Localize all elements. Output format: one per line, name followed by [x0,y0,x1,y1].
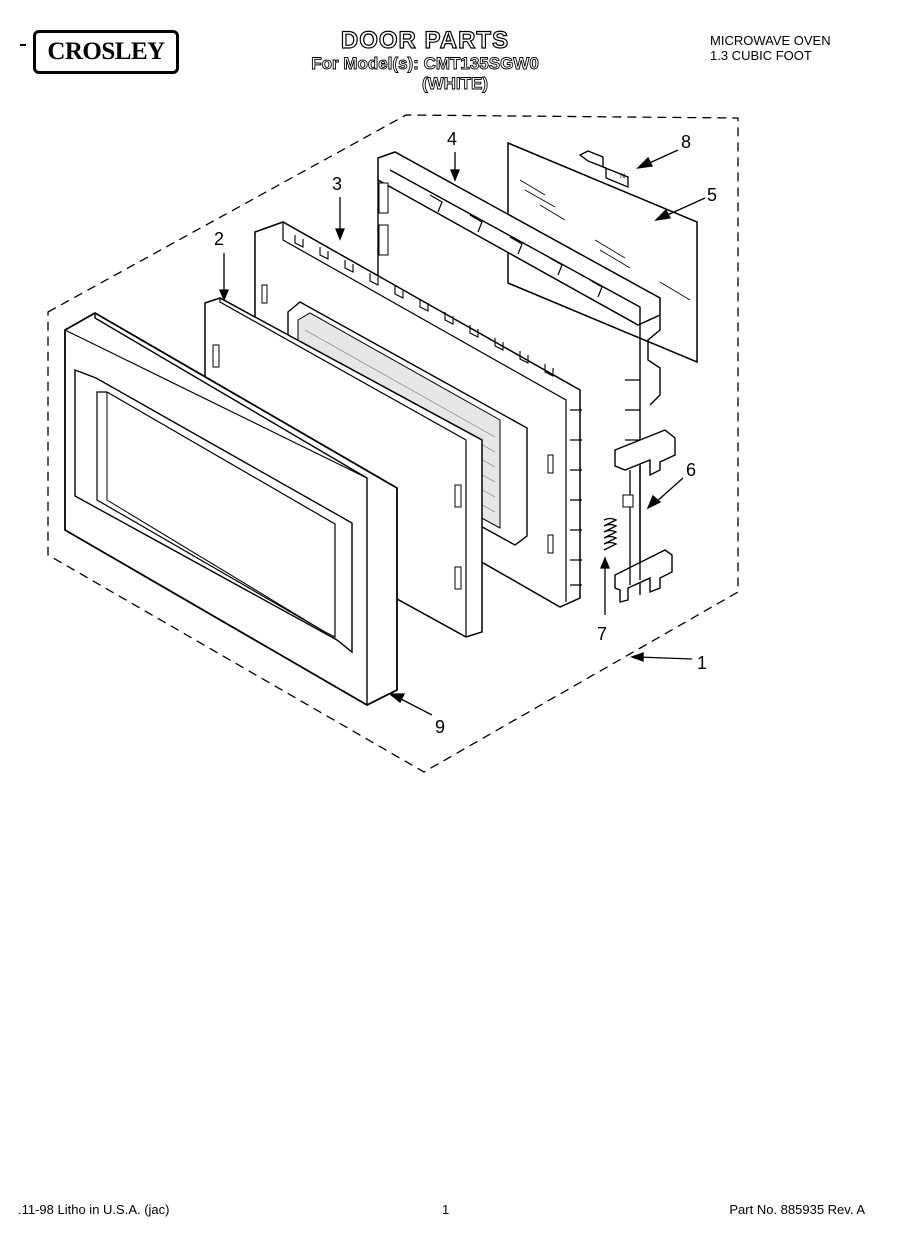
product-type: MICROWAVE OVEN [710,33,831,48]
assembly-boundary [47,114,739,773]
callout-7: 7 [597,624,607,644]
callout-4: 4 [447,129,457,149]
callout-leaders [219,149,706,716]
product-description: MICROWAVE OVEN 1.3 CUBIC FOOT [710,33,831,63]
model-variant: (WHITE) [421,74,489,94]
model-line: For Model(s): CMT135SGW0 [311,54,540,74]
callout-9: 9 [435,717,445,737]
svg-text:N: N [620,173,625,180]
footer-part-number: Part No. 885935 Rev. A [729,1202,865,1217]
part-door-frame [377,151,661,595]
title-block: DOOR PARTS For Model(s): CMT135SGW0 (WHI… [300,27,550,94]
callout-2: 2 [214,229,224,249]
part-door-outer-frame [64,311,398,707]
callout-1: 1 [697,653,707,673]
part-door-clip: N [578,150,629,188]
part-latch-spring [603,517,618,551]
footer-page-number: 1 [442,1202,450,1217]
footer-print-info: .11-98 Litho in U.S.A. (jac) [18,1202,170,1217]
brand-logo-text: CROSLEY [47,38,165,65]
callout-5: 5 [707,185,717,205]
corner-tick-mark [20,44,26,46]
callout-6: 6 [686,460,696,480]
page-title: DOOR PARTS [340,27,510,54]
callout-8: 8 [681,132,691,152]
product-capacity: 1.3 CUBIC FOOT [710,48,812,63]
callout-3: 3 [332,174,342,194]
brand-logo: CROSLEY [33,30,179,74]
part-door-latch [614,429,676,603]
